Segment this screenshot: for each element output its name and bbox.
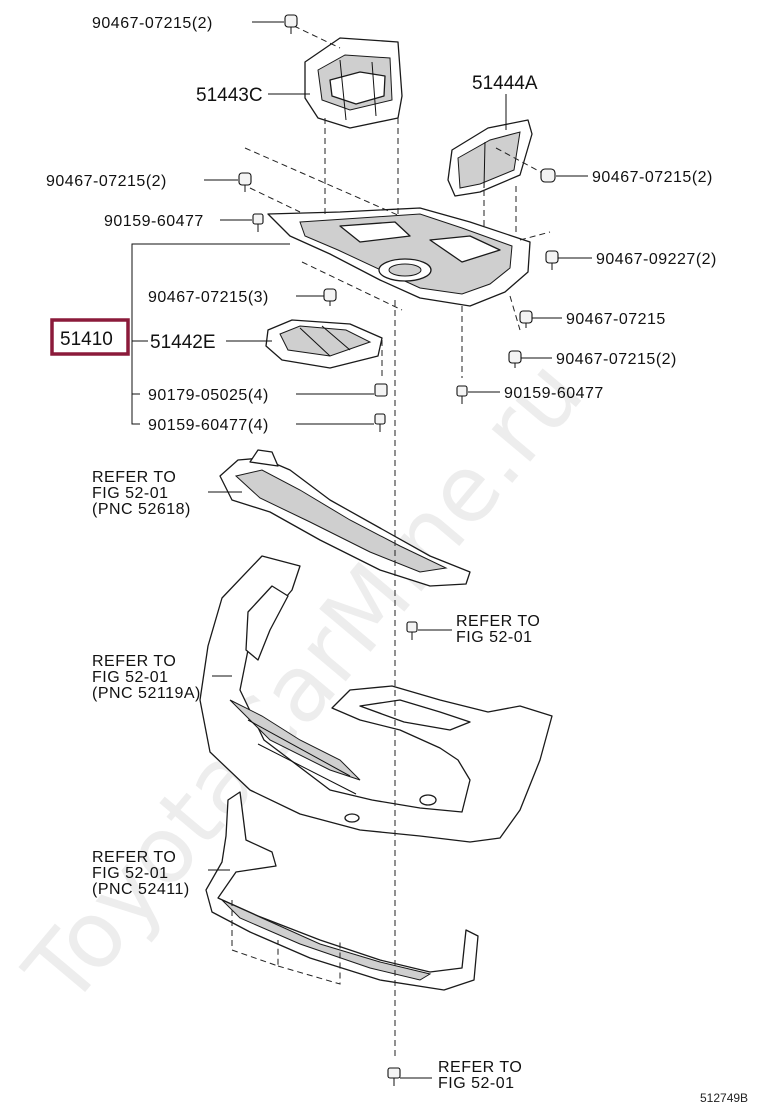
assembly-highlight-box — [50, 318, 130, 356]
part-label-51442e[interactable]: 51442E — [150, 332, 216, 353]
fastener-glyphs — [238, 14, 559, 1086]
ref-line-2: FIG 52-01 — [92, 865, 169, 882]
ref-line-1: REFER TO — [438, 1059, 522, 1076]
ref-label-52618[interactable]: REFER TO FIG 52-01 (PNC 52618) — [92, 469, 191, 518]
ref-line-3: (PNC 52119A) — [92, 685, 201, 702]
fastener-label-90467-07215-single[interactable]: 90467-07215 — [566, 311, 666, 328]
ref-label-bolt-lower[interactable]: REFER TO FIG 52-01 — [438, 1059, 522, 1092]
fastener-label-90159-60477-right[interactable]: 90159-60477 — [504, 385, 604, 402]
part-label-51444a[interactable]: 51444A — [472, 73, 538, 94]
cover-51444a-drawing — [447, 119, 533, 197]
ref-label-bolt-upper[interactable]: REFER TO FIG 52-01 — [456, 613, 540, 646]
fastener-label-90467-07215-mid[interactable]: 90467-07215(3) — [148, 289, 269, 306]
ref-line-3: (PNC 52618) — [92, 501, 191, 518]
fastener-label-90467-09227[interactable]: 90467-09227(2) — [596, 251, 717, 268]
cover-51443c-drawing — [304, 37, 403, 129]
ref-line-2: FIG 52-01 — [92, 485, 169, 502]
engine-under-cover-drawing — [267, 207, 531, 307]
fastener-label-90179-05025[interactable]: 90179-05025(4) — [148, 387, 269, 404]
shield-51442e-drawing — [265, 319, 383, 369]
ref-line-2: FIG 52-01 — [92, 669, 169, 686]
part-label-51443c[interactable]: 51443C — [196, 85, 263, 106]
lower-spoiler-drawing — [205, 791, 479, 991]
assembly-part-number[interactable]: 51410 — [60, 329, 113, 350]
ref-line-3: (PNC 52411) — [92, 881, 190, 898]
ref-line-1: REFER TO — [92, 849, 176, 866]
figure-id: 512749B — [700, 1091, 748, 1105]
fastener-label-90159-60477-left[interactable]: 90159-60477 — [104, 213, 204, 230]
ref-label-52411[interactable]: REFER TO FIG 52-01 (PNC 52411) — [92, 849, 190, 898]
fastener-label-90467-07215-top[interactable]: 90467-07215(2) — [92, 15, 213, 32]
leader-lines — [131, 21, 592, 1079]
fastener-label-90467-07215-lower[interactable]: 90467-07215(2) — [556, 351, 677, 368]
ref-line-2: FIG 52-01 — [456, 629, 533, 646]
ref-line-1: REFER TO — [92, 653, 176, 670]
bumper-reinforcement-drawing — [219, 449, 471, 587]
ref-label-52119a[interactable]: REFER TO FIG 52-01 (PNC 52119A) — [92, 653, 201, 702]
ref-line-2: FIG 52-01 — [438, 1075, 515, 1092]
fastener-label-90467-07215-left[interactable]: 90467-07215(2) — [46, 173, 167, 190]
fastener-label-90159-60477-qty4[interactable]: 90159-60477(4) — [148, 417, 269, 434]
ref-line-1: REFER TO — [92, 469, 176, 486]
assembly-dashed-lines — [231, 25, 551, 1060]
bumper-cover-drawing — [199, 555, 553, 843]
fastener-label-90467-07215-right[interactable]: 90467-07215(2) — [592, 169, 713, 186]
ref-line-1: REFER TO — [456, 613, 540, 630]
